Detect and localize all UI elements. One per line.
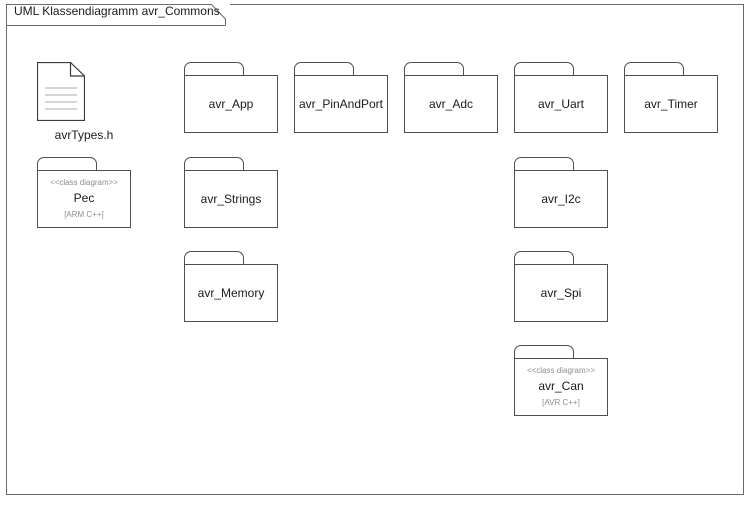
package-node-avr-spi[interactable]: avr_Spi <box>514 251 608 322</box>
package-body: <<class diagram>> avr_Can [AVR C++] <box>514 358 608 416</box>
package-body: avr_Timer <box>624 75 718 133</box>
package-label: avr_I2c <box>541 191 581 206</box>
package-stereotype: <<class diagram>> <box>526 366 596 375</box>
package-node-avr-can[interactable]: <<class diagram>> avr_Can [AVR C++] <box>514 345 608 416</box>
package-node-avr-app[interactable]: avr_App <box>184 62 278 133</box>
package-body: avr_PinAndPort <box>294 75 388 133</box>
package-label: avr_Adc <box>428 96 474 111</box>
package-label: avr_Spi <box>540 285 582 300</box>
package-body: avr_Adc <box>404 75 498 133</box>
package-label: avr_Uart <box>537 96 584 111</box>
diagram-title-tab[interactable] <box>6 4 230 26</box>
page-title: UML Klassendiagramm avr_Commons <box>14 4 220 18</box>
package-node-avr-memory[interactable]: avr_Memory <box>184 251 278 322</box>
package-tab <box>37 157 97 170</box>
package-body: <<class diagram>> Pec [ARM C++] <box>37 170 131 228</box>
package-body: avr_Strings <box>184 170 278 228</box>
package-tab <box>514 345 574 358</box>
package-node-avr-i2c[interactable]: avr_I2c <box>514 157 608 228</box>
package-tab <box>184 251 244 264</box>
package-tab <box>624 62 684 75</box>
package-tag: [ARM C++] <box>64 210 104 219</box>
package-body: avr_Memory <box>184 264 278 322</box>
package-tab <box>184 62 244 75</box>
package-node-pec[interactable]: <<class diagram>> Pec [ARM C++] <box>37 157 131 228</box>
package-label: avr_Timer <box>644 96 698 111</box>
package-tab <box>514 157 574 170</box>
package-label: avr_PinAndPort <box>298 96 384 111</box>
package-node-avr-uart[interactable]: avr_Uart <box>514 62 608 133</box>
package-node-avr-adc[interactable]: avr_Adc <box>404 62 498 133</box>
package-stereotype: <<class diagram>> <box>49 178 119 187</box>
title-tab-shape <box>6 4 230 26</box>
package-label: avr_Memory <box>197 285 265 300</box>
package-body: avr_App <box>184 75 278 133</box>
package-node-avr-pinandport[interactable]: avr_PinAndPort <box>294 62 388 133</box>
package-node-avr-strings[interactable]: avr_Strings <box>184 157 278 228</box>
package-tab <box>514 62 574 75</box>
package-label: Pec <box>73 191 95 205</box>
package-body: avr_I2c <box>514 170 608 228</box>
package-tab <box>294 62 354 75</box>
document-icon <box>37 62 131 121</box>
package-tab <box>514 251 574 264</box>
artifact-label: avrTypes.h <box>54 128 114 142</box>
artifact-node-avrtypes-h[interactable]: avrTypes.h <box>37 62 131 143</box>
package-tab <box>184 157 244 170</box>
package-label: avr_App <box>208 96 254 111</box>
package-body: avr_Uart <box>514 75 608 133</box>
package-tag: [AVR C++] <box>542 398 580 407</box>
package-label: avr_Strings <box>200 191 262 206</box>
package-label: avr_Can <box>538 379 584 393</box>
package-tab <box>404 62 464 75</box>
package-body: avr_Spi <box>514 264 608 322</box>
package-node-avr-timer[interactable]: avr_Timer <box>624 62 718 133</box>
